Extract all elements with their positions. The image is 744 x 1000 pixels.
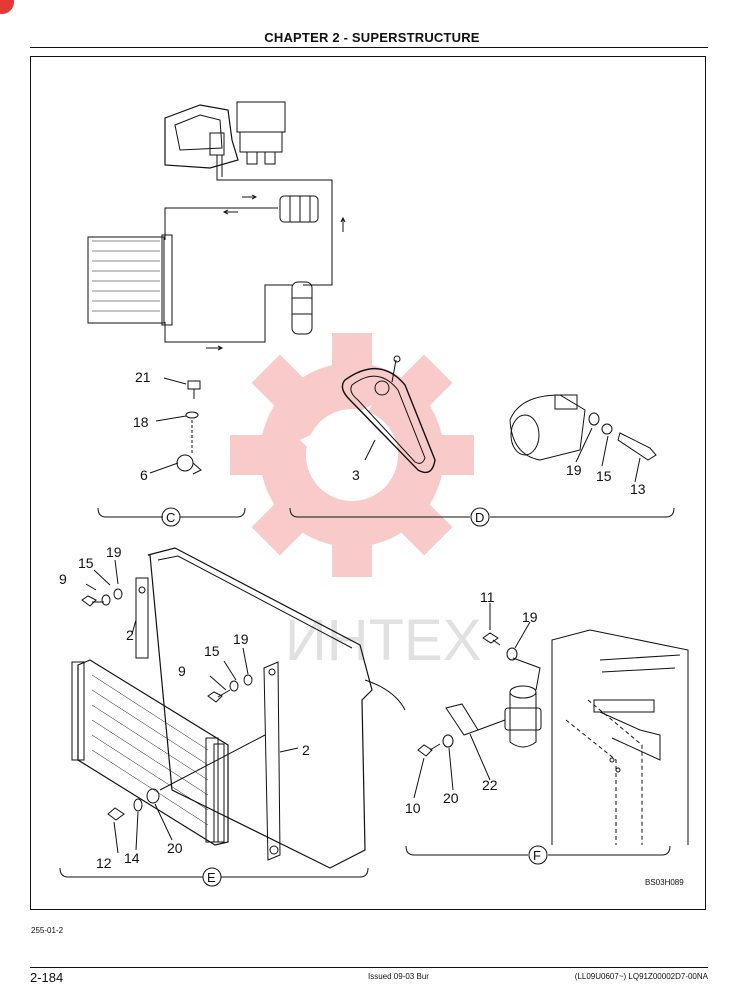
refrigerant-circuit-diagram	[87, 101, 346, 351]
section-f-label: F	[533, 848, 541, 863]
callout-19-e-mid: 19	[233, 631, 249, 647]
section-d-marker	[470, 507, 490, 527]
callout-19-f: 19	[522, 609, 538, 625]
section-f-marker	[528, 845, 548, 865]
section-f-bracket	[405, 845, 671, 856]
callout-11: 11	[480, 589, 495, 605]
callout-19-e-left: 19	[106, 544, 122, 560]
section-c-parts	[149, 377, 202, 475]
section-e-parts	[71, 547, 406, 869]
callout-2-e-right: 2	[302, 742, 310, 758]
callout-2-e-left: 2	[126, 627, 134, 643]
section-c-marker	[161, 507, 181, 527]
callout-9-e-left: 9	[59, 571, 67, 587]
page-number: 2-184	[30, 970, 64, 985]
callout-20-e: 20	[167, 840, 183, 856]
callout-20-f: 20	[443, 790, 459, 806]
callout-22: 22	[482, 777, 498, 793]
watermark-text: ИНТЕХ	[285, 608, 481, 673]
figure-frame	[30, 56, 706, 910]
section-f-parts	[413, 603, 689, 845]
callout-9-e-mid: 9	[178, 663, 186, 679]
callout-10: 10	[405, 800, 421, 816]
figure-code: BS03H089	[645, 878, 684, 887]
section-e-label: E	[207, 870, 216, 885]
callout-15-e-left: 15	[78, 555, 94, 571]
callout-6: 6	[140, 467, 148, 483]
footer-rule	[30, 967, 708, 968]
chapter-title: CHAPTER 2 - SUPERSTRUCTURE	[264, 30, 480, 45]
callout-13: 13	[630, 481, 646, 497]
side-code: 255-01-2	[31, 926, 64, 935]
issue-date: Issued 09-03 Bur	[368, 972, 429, 981]
callout-18: 18	[133, 414, 149, 430]
callout-12: 12	[96, 855, 112, 871]
section-e-marker	[202, 867, 222, 887]
callout-14: 14	[124, 850, 140, 866]
callout-21: 21	[135, 369, 151, 385]
section-d-bracket	[289, 507, 675, 518]
section-d-label: D	[475, 510, 484, 525]
callout-19-d: 19	[566, 462, 582, 478]
header-rule	[30, 47, 708, 48]
watermark-gear-icon	[230, 333, 474, 577]
section-c-label: C	[166, 510, 175, 525]
section-e-bracket	[59, 867, 369, 878]
section-d-parts	[341, 355, 657, 483]
section-c-bracket	[97, 507, 246, 518]
document-code: (LL09U0607~) LQ91Z00002D7-00NA	[574, 972, 708, 981]
callout-15-e-mid: 15	[204, 643, 220, 659]
callout-3: 3	[352, 467, 360, 483]
callout-15-d: 15	[596, 468, 612, 484]
